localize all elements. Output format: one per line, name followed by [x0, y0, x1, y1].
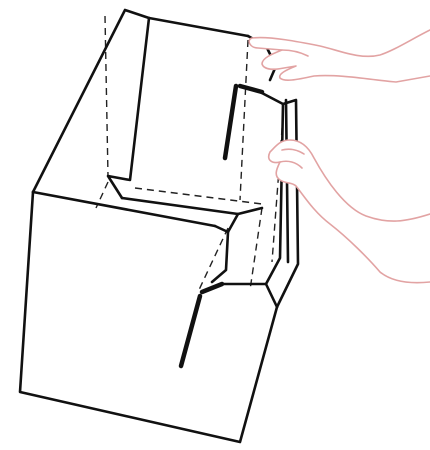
center-vertical-edge	[212, 232, 228, 282]
right-back-flap	[260, 92, 298, 307]
right-flap-inner-edge	[266, 104, 283, 284]
hidden-edges	[96, 16, 283, 292]
lower-fold-line	[181, 296, 200, 366]
upper-fold-cap	[240, 86, 262, 92]
upper-hand-outline	[249, 30, 430, 82]
hidden-edge	[105, 16, 108, 176]
box-outline	[20, 10, 298, 442]
front-panel-edge	[20, 192, 277, 442]
upper-fold-line	[225, 86, 236, 158]
back-panel-top-edge	[149, 18, 248, 36]
middle-fold-corner	[215, 214, 238, 232]
inner-left-flap	[108, 18, 149, 198]
lower-fold-cap	[202, 284, 222, 292]
fold-lines	[181, 86, 262, 366]
upper-hand-illustration	[249, 30, 430, 82]
hidden-edge	[240, 40, 248, 200]
hidden-edge	[250, 208, 262, 290]
lower-hand-illustration	[269, 140, 430, 283]
